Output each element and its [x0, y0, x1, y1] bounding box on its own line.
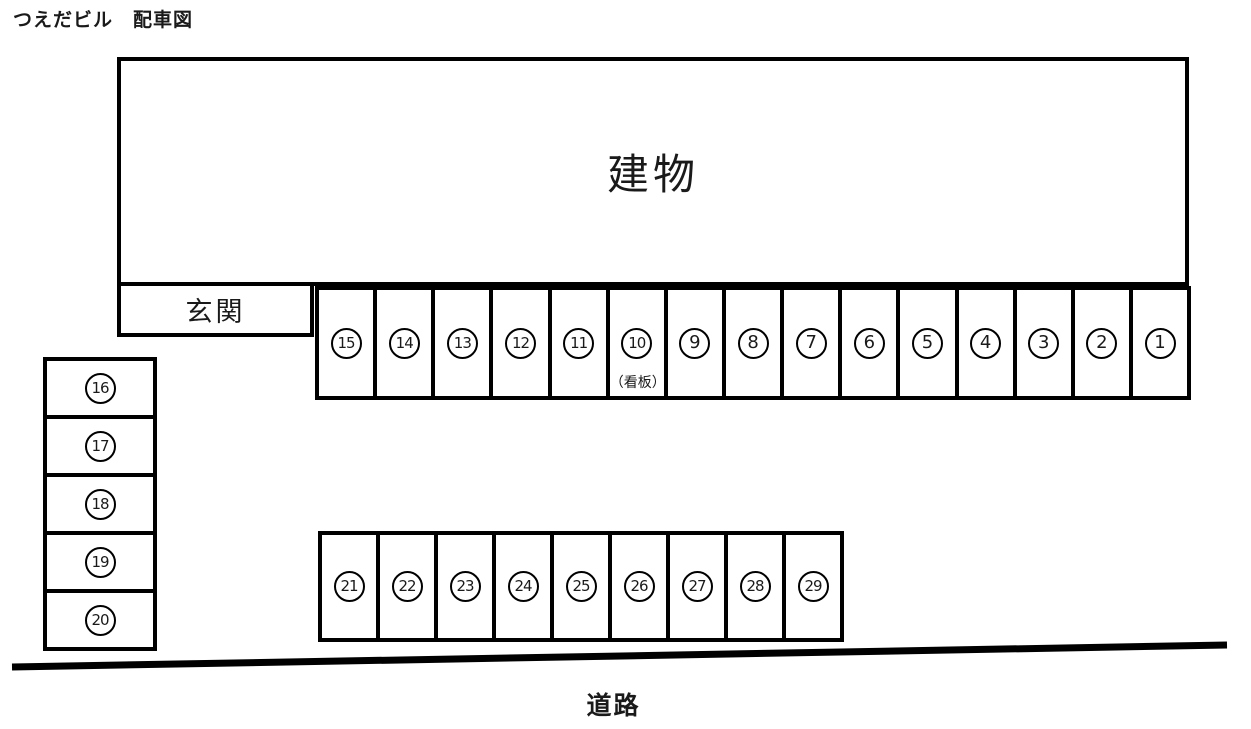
parking-stall-23: 23 [434, 531, 496, 642]
parking-stall-10: 10 （看板） [605, 286, 668, 400]
stall-number: 28 [739, 571, 771, 602]
stall-number: 5 [911, 327, 943, 359]
parking-stall-6: 6 [838, 286, 901, 400]
stall-number: 19 [84, 546, 116, 578]
stall-number: 9 [679, 327, 711, 359]
stall-number: 18 [84, 488, 116, 520]
parking-stall-1: 1 [1128, 286, 1192, 400]
parking-stall-28: 28 [724, 531, 786, 642]
parking-stall-17: 17 [43, 415, 157, 477]
parking-stall-27: 27 [666, 531, 728, 642]
stall-number: 12 [504, 327, 536, 359]
parking-stall-24: 24 [492, 531, 554, 642]
parking-stall-22: 22 [376, 531, 438, 642]
parking-stall-11: 11 [547, 286, 610, 400]
stall-number: 17 [84, 430, 116, 462]
parking-stall-7: 7 [780, 286, 843, 400]
stall-number: 7 [795, 327, 827, 359]
parking-row-bottom: 21 22 23 24 25 26 27 28 29 [318, 531, 844, 642]
building-label: 建物 [606, 151, 699, 198]
stall-number: 13 [446, 327, 478, 359]
stall-number: 6 [853, 327, 885, 359]
stall-number: 2 [1086, 327, 1118, 359]
stall-number: 15 [330, 327, 362, 359]
stall-number: 27 [681, 571, 713, 602]
road-label: 道路 [586, 692, 641, 720]
stall-number: 14 [388, 327, 420, 359]
parking-stall-3: 3 [1012, 286, 1075, 400]
entrance-label: 玄関 [185, 297, 246, 327]
stall-number: 21 [333, 571, 365, 602]
stall-number: 22 [391, 571, 423, 602]
stall-number: 16 [84, 372, 116, 404]
parking-stall-15: 15 [315, 286, 378, 400]
parking-column-left: 16 17 18 19 20 [43, 357, 157, 651]
parking-stall-25: 25 [550, 531, 612, 642]
parking-stall-5: 5 [896, 286, 959, 400]
diagram-title: つえだビル 配車図 [13, 10, 194, 31]
stall-number: 1 [1144, 327, 1176, 359]
parking-stall-2: 2 [1070, 286, 1133, 400]
stall-number: 10 [621, 327, 653, 359]
parking-stall-4: 4 [954, 286, 1017, 400]
parking-stall-19: 19 [43, 531, 157, 593]
stall-number: 23 [449, 571, 481, 602]
parking-stall-18: 18 [43, 473, 157, 535]
parking-stall-14: 14 [373, 286, 436, 400]
parking-stall-13: 13 [431, 286, 494, 400]
stall-number: 4 [970, 327, 1002, 359]
stall-number: 26 [623, 571, 655, 602]
building-outline: 建物 [117, 57, 1189, 286]
parking-stall-9: 9 [663, 286, 726, 400]
stall-number: 3 [1028, 327, 1060, 359]
stall-number: 20 [84, 604, 116, 636]
parking-stall-12: 12 [489, 286, 552, 400]
parking-stall-8: 8 [721, 286, 785, 400]
stall-number: 11 [563, 327, 595, 359]
parking-stall-21: 21 [318, 531, 380, 642]
parking-stall-20: 20 [43, 589, 157, 651]
stall-number: 25 [565, 571, 597, 602]
stall-number: 8 [737, 327, 769, 359]
signboard-note: （看板） [609, 374, 666, 390]
parking-stall-26: 26 [608, 531, 670, 642]
stall-number: 24 [507, 571, 539, 602]
parking-stall-16: 16 [43, 357, 157, 419]
stall-number: 29 [797, 571, 829, 602]
parking-stall-29: 29 [782, 531, 844, 642]
entrance-box: 玄関 [117, 282, 314, 337]
